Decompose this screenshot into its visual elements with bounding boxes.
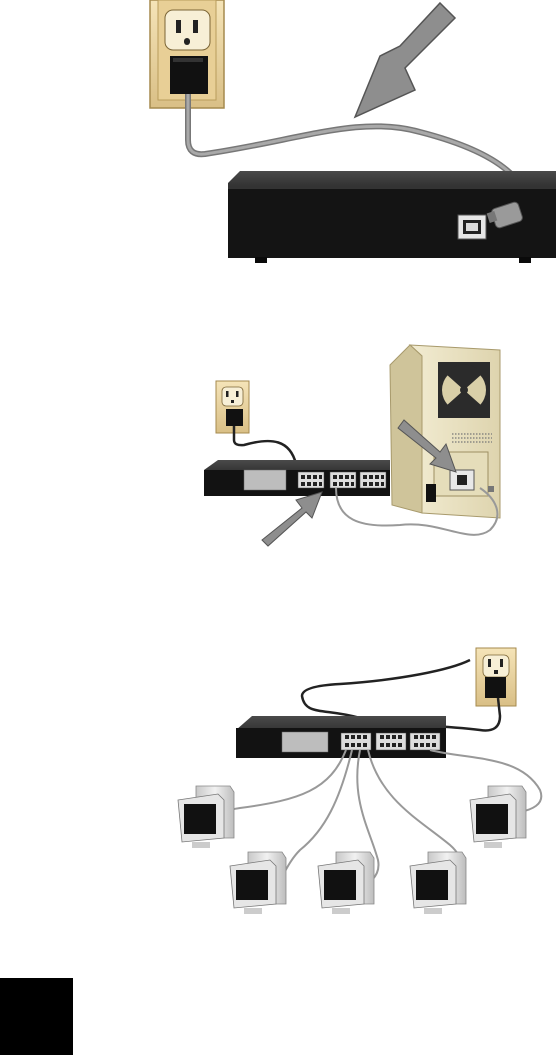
page-tab — [0, 978, 73, 1055]
network-switch-front — [204, 460, 390, 496]
computer-workstation — [230, 852, 286, 914]
computer-workstation — [318, 852, 374, 914]
pointer-arrow — [262, 492, 322, 546]
power-adapter — [226, 409, 243, 426]
computer-workstation — [410, 852, 466, 914]
computer-workstation — [470, 786, 526, 848]
computer-workstation — [178, 786, 234, 848]
step-3-panel — [178, 648, 541, 914]
step-1-panel — [150, 0, 556, 263]
network-switch-front — [236, 716, 446, 758]
power-adapter — [170, 56, 208, 94]
pointer-arrow — [355, 3, 455, 117]
step-2-panel — [204, 345, 500, 546]
power-adapter — [485, 677, 506, 698]
power-port — [458, 215, 486, 239]
